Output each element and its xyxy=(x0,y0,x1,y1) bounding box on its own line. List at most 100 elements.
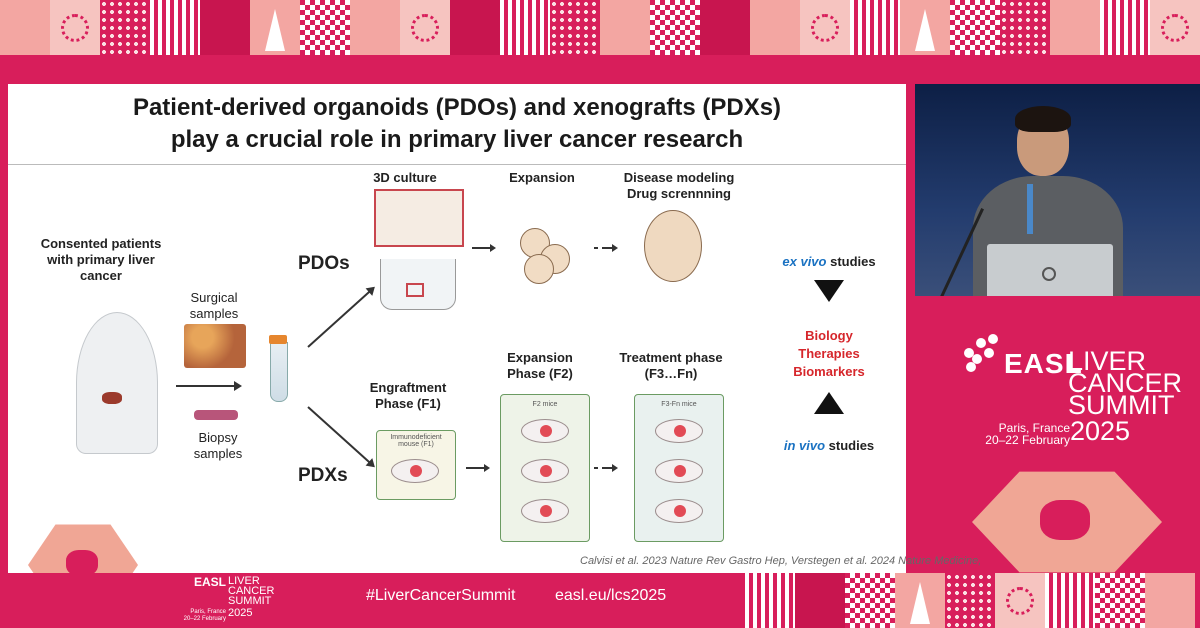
event-line-1: LIVER xyxy=(1068,346,1147,376)
well-highlight xyxy=(406,283,424,297)
event-line-3: SUMMIT xyxy=(1068,390,1175,420)
slide-title-line1: Patient-derived organoids (PDOs) and xen… xyxy=(132,94,782,121)
sun-icon xyxy=(995,573,1045,628)
pattern-tile xyxy=(450,0,500,55)
citation-text: Calvisi et al. 2023 Nature Rev Gastro He… xyxy=(580,555,982,567)
slide-title-line2: play a crucial role in primary liver can… xyxy=(170,126,744,153)
footer-easl-wordmark: EASL xyxy=(194,575,227,589)
outcome-therapies: Therapies xyxy=(798,346,860,361)
mouse-icon xyxy=(655,459,703,483)
expansion-phase-label: Expansion Phase (F2) xyxy=(507,350,573,381)
engraftment-label: Engraftment Phase (F1) xyxy=(369,380,447,411)
hexagon-hole xyxy=(1040,500,1090,540)
liver-icon xyxy=(102,392,122,404)
easl-wordmark: EASL xyxy=(1004,348,1083,379)
ex-vivo-label: ex vivo studies xyxy=(764,254,894,270)
arrow-to-disease-model xyxy=(602,244,618,252)
engraftment-box: Immunodeficient mouse (F1) xyxy=(376,430,456,500)
event-city: Paris, France xyxy=(998,421,1070,435)
mouse-icon xyxy=(521,499,569,523)
outcome-biology: Biology xyxy=(805,328,853,343)
banner-spacer xyxy=(0,573,175,628)
pdxs-label: PDXs xyxy=(298,465,348,486)
culture-3d-image xyxy=(374,189,464,247)
arrow-to-tube xyxy=(176,381,242,391)
pattern-tile xyxy=(300,0,350,55)
speaker-lanyard xyxy=(1027,184,1033,234)
sun-icon xyxy=(50,0,100,55)
biopsy-tissue-image xyxy=(194,410,238,420)
sun-icon xyxy=(800,0,850,55)
hexagon-hole xyxy=(66,550,98,576)
top-pattern-banner xyxy=(0,0,1200,55)
pattern-tile xyxy=(0,0,50,55)
arrow-to-f2 xyxy=(466,464,490,472)
down-arrow-icon xyxy=(814,280,844,302)
pattern-tile xyxy=(845,573,895,628)
sun-icon xyxy=(400,0,450,55)
footer-event-name: LIVER CANCER SUMMIT xyxy=(228,576,274,607)
f2-label: F2 mice xyxy=(532,401,558,408)
footer-easl-logo: EASL LIVER CANCER SUMMIT Paris, France 2… xyxy=(182,575,282,625)
disease-modeling-label: Disease modeling xyxy=(623,170,735,185)
slide-title: Patient-derived organoids (PDOs) and xen… xyxy=(8,92,906,156)
pattern-tile xyxy=(350,0,400,55)
f2-mice-box: F2 mice xyxy=(500,394,590,542)
expansion-label: Expansion xyxy=(509,170,575,185)
in-vivo-label: in vivo studies xyxy=(764,438,894,454)
drug-screening-label: Drug scrennning xyxy=(626,186,731,201)
mouse-icon xyxy=(655,419,703,443)
pattern-tile xyxy=(850,0,900,55)
arrow-to-expansion xyxy=(472,244,496,252)
dot xyxy=(594,467,598,469)
pattern-tile xyxy=(1095,573,1145,628)
pattern-tile xyxy=(200,0,250,55)
event-location: Paris, France 20–22 February xyxy=(984,422,1070,446)
pattern-tile xyxy=(1045,573,1095,628)
eiffel-tower-icon xyxy=(900,0,950,55)
banner-center xyxy=(175,573,745,628)
pattern-tile xyxy=(550,0,600,55)
speaker-hair xyxy=(1015,106,1071,132)
eiffel-tower-icon xyxy=(250,0,300,55)
fn-mice-box: F3-Fn mice xyxy=(634,394,724,542)
pattern-tile xyxy=(1000,0,1050,55)
fn-label: F3-Fn mice xyxy=(661,401,697,408)
up-arrow-icon xyxy=(814,392,844,414)
surgical-samples-label: Surgical samples xyxy=(189,290,239,321)
mouse-icon xyxy=(655,499,703,523)
organoid-blob xyxy=(524,254,554,284)
surgical-tissue-image xyxy=(184,324,246,368)
event-name: LIVER CANCER SUMMIT xyxy=(1068,346,1183,420)
speaker-video xyxy=(915,84,1200,296)
pattern-tile xyxy=(650,0,700,55)
sun-icon xyxy=(1150,0,1200,55)
pattern-tile xyxy=(750,0,800,55)
patient-body-figure xyxy=(76,312,158,454)
outcome-biomarkers: Biomarkers xyxy=(793,364,865,379)
laptop-logo-icon xyxy=(1042,267,1056,281)
footer-event-city: Paris, France xyxy=(190,609,226,615)
biopsy-samples-label: Biopsy samples xyxy=(193,430,243,461)
footer-event-location: Paris, France 20–22 February xyxy=(182,609,226,623)
pattern-tile xyxy=(700,0,750,55)
easl-event-logo: EASL LIVER CANCER SUMMIT Paris, France 2… xyxy=(962,330,1182,450)
culture-3d-label: 3D culture xyxy=(373,170,437,185)
event-line-2: CANCER xyxy=(1068,368,1183,398)
pdos-label: PDOs xyxy=(298,253,350,274)
arrow-to-pdxs xyxy=(307,406,375,467)
pattern-tile xyxy=(1050,0,1100,55)
pattern-tile xyxy=(150,0,200,55)
pattern-tile xyxy=(795,573,845,628)
footer-event-dates: 20–22 February xyxy=(183,616,226,622)
footer-event-line-3: SUMMIT xyxy=(228,595,272,607)
mouse-icon xyxy=(521,459,569,483)
event-url: easl.eu/lcs2025 xyxy=(555,587,667,604)
in-vivo-prefix: in vivo xyxy=(783,438,826,453)
dot xyxy=(594,247,598,249)
event-dates: 20–22 February xyxy=(985,433,1070,447)
organoid-cluster xyxy=(644,210,702,282)
pattern-tile xyxy=(500,0,550,55)
treatment-phase-label: Treatment phase (F3…Fn) xyxy=(619,350,723,381)
footer-event-year: 2025 xyxy=(228,607,253,619)
